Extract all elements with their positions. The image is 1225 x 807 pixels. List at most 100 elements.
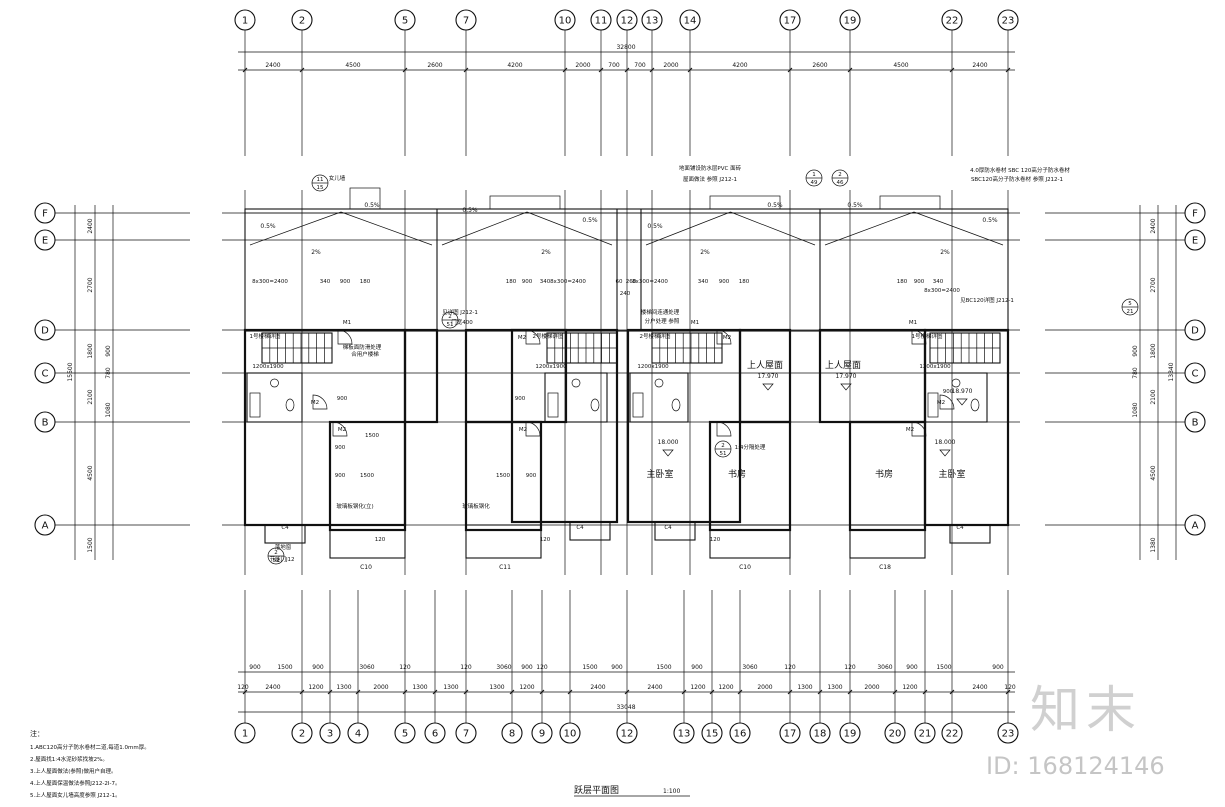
plan-annotation: 2号楼梯详图 bbox=[533, 332, 564, 340]
bottom-axis-bubble-label: 5 bbox=[402, 729, 408, 740]
dim-top: 2000 bbox=[575, 62, 590, 69]
dim-tick bbox=[1005, 689, 1011, 695]
bottom-axis-bubble-circle bbox=[455, 722, 477, 744]
dim-tick bbox=[709, 689, 715, 695]
dim-tick bbox=[787, 689, 793, 695]
dim-bottom-2: 120 bbox=[237, 684, 249, 691]
plan-annotation: 900 bbox=[914, 279, 925, 285]
unit-wall bbox=[510, 328, 619, 524]
dim-top: 2600 bbox=[812, 62, 827, 69]
slope-label: 0.5% bbox=[647, 223, 663, 230]
dim-bottom-2: 2400 bbox=[972, 684, 987, 691]
dim-bottom-1: 120 bbox=[460, 664, 472, 671]
dim-tick bbox=[299, 689, 305, 695]
unit-wall bbox=[464, 328, 568, 424]
window-tag: C10 bbox=[360, 564, 372, 571]
dim-bottom-1: 3060 bbox=[877, 664, 892, 671]
plan-annotation: 900 bbox=[335, 445, 346, 451]
slope-label: 0.5% bbox=[462, 207, 478, 214]
dim-tick bbox=[624, 67, 630, 73]
bottom-axis-bubble-label: 16 bbox=[734, 729, 747, 740]
door-swing bbox=[525, 421, 541, 437]
bottom-axis-bubble-circle bbox=[616, 722, 638, 744]
bathtub-icon bbox=[632, 392, 644, 418]
bottom-axis-bubble-label: 7 bbox=[463, 729, 469, 740]
detail-ref-top: 11 bbox=[317, 177, 324, 183]
dim-bottom-1: 3060 bbox=[742, 664, 757, 671]
detail-ref-bottom: 52 bbox=[273, 558, 280, 564]
dim-tick bbox=[463, 67, 469, 73]
dim-bottom-1: 1500 bbox=[936, 664, 951, 671]
parapet-box bbox=[349, 187, 381, 210]
drawing-notes: 注： 1.ABC120高分子防水卷材二道,每道1.0mm厚。 2.屋面找1:4水… bbox=[30, 728, 240, 802]
left-row-bubble-label: D bbox=[41, 326, 49, 337]
bottom-axis-bubble-label: 20 bbox=[889, 729, 902, 740]
top-axis-bubble-label: 19 bbox=[844, 16, 857, 27]
dim-left: 2400 bbox=[87, 218, 94, 233]
bottom-axis-bubble-circle bbox=[424, 722, 446, 744]
dim-tick bbox=[242, 67, 248, 73]
dim-tick bbox=[649, 67, 655, 73]
top-axis-bubble-circle bbox=[394, 9, 416, 31]
dim-bottom-1: 900 bbox=[992, 664, 1004, 671]
dim-right-inner: 900 bbox=[1132, 345, 1139, 357]
detail-ref-bottom: 51 bbox=[720, 451, 727, 457]
detail-ref-bottom: 49 bbox=[811, 180, 818, 186]
right-row-bubble-circle bbox=[1184, 362, 1206, 384]
detail-ref-bottom: 21 bbox=[1127, 309, 1134, 315]
bottom-axis-bubble-label: 10 bbox=[564, 729, 577, 740]
plan-annotation: M2 bbox=[937, 400, 945, 406]
bottom-axis-bubble-circle bbox=[501, 722, 523, 744]
plan-annotation: 120 bbox=[710, 537, 721, 543]
plan-annotation: 340 bbox=[933, 279, 944, 285]
bottom-axis-bubble-circle bbox=[319, 722, 341, 744]
level-value: 18.000 bbox=[935, 439, 956, 446]
dim-bottom-1: 900 bbox=[611, 664, 623, 671]
detail-ref-bottom: 46 bbox=[837, 180, 844, 186]
dim-top: 4500 bbox=[893, 62, 908, 69]
level-value: 18.970 bbox=[952, 388, 973, 395]
left-row-bubble-label: F bbox=[42, 209, 48, 220]
top-axis-bubble-label: 14 bbox=[684, 16, 697, 27]
left-row-bubble-circle bbox=[34, 202, 56, 224]
bottom-axis-bubble-circle bbox=[531, 722, 553, 744]
unit-wall bbox=[243, 328, 407, 527]
plan-annotation: 120 bbox=[540, 537, 551, 543]
bottom-axis-bubble-circle bbox=[839, 722, 861, 744]
plan-annotation: 玻璃板钢化(立) bbox=[336, 502, 373, 510]
top-axis-bubble-circle bbox=[291, 9, 313, 31]
plan-annotation: 节能门J12 bbox=[269, 555, 294, 563]
bottom-axis-bubble-label: 12 bbox=[621, 729, 634, 740]
dim-right: 2400 bbox=[1150, 218, 1157, 233]
bathroom bbox=[246, 372, 303, 423]
door-swing bbox=[312, 394, 328, 410]
balcony bbox=[465, 524, 542, 559]
plan-annotation: 1500 bbox=[365, 433, 379, 439]
plan-annotation: 地面铺设防水层PVC 面砖 bbox=[679, 164, 742, 172]
dim-bottom-2: 1200 bbox=[902, 684, 917, 691]
dim-right-total: 13340 bbox=[1168, 362, 1175, 381]
dim-top: 2400 bbox=[265, 62, 280, 69]
room-label: 主卧室 bbox=[646, 468, 673, 480]
toilet-icon bbox=[590, 398, 600, 412]
door-swing bbox=[716, 329, 732, 345]
plan-annotation: M2 bbox=[906, 427, 914, 433]
roof-outline bbox=[244, 208, 1009, 332]
bottom-axis-bubble-circle bbox=[291, 722, 313, 744]
detail-ref-top: 2 bbox=[448, 314, 452, 320]
dim-bottom-1: 900 bbox=[691, 664, 703, 671]
dim-right-inner: 1080 bbox=[1132, 402, 1139, 417]
level-mark bbox=[939, 449, 951, 457]
top-axis-bubble-circle bbox=[234, 9, 256, 31]
unit-wall bbox=[403, 328, 439, 424]
top-axis-bubble-label: 23 bbox=[1002, 16, 1015, 27]
roof-ridge bbox=[441, 211, 528, 246]
window-tag: C10 bbox=[739, 564, 751, 571]
plan-annotation: 楼梯间连通处理 bbox=[641, 308, 680, 316]
bottom-axis-bubble-label: 9 bbox=[539, 729, 545, 740]
top-axis-bubble-label: 13 bbox=[646, 16, 659, 27]
dim-right: 1800 bbox=[1150, 343, 1157, 358]
bottom-axis-bubble-label: 2 bbox=[299, 729, 305, 740]
bottom-axis-bubble-circle bbox=[884, 722, 906, 744]
room-label: 书房 bbox=[875, 468, 893, 480]
